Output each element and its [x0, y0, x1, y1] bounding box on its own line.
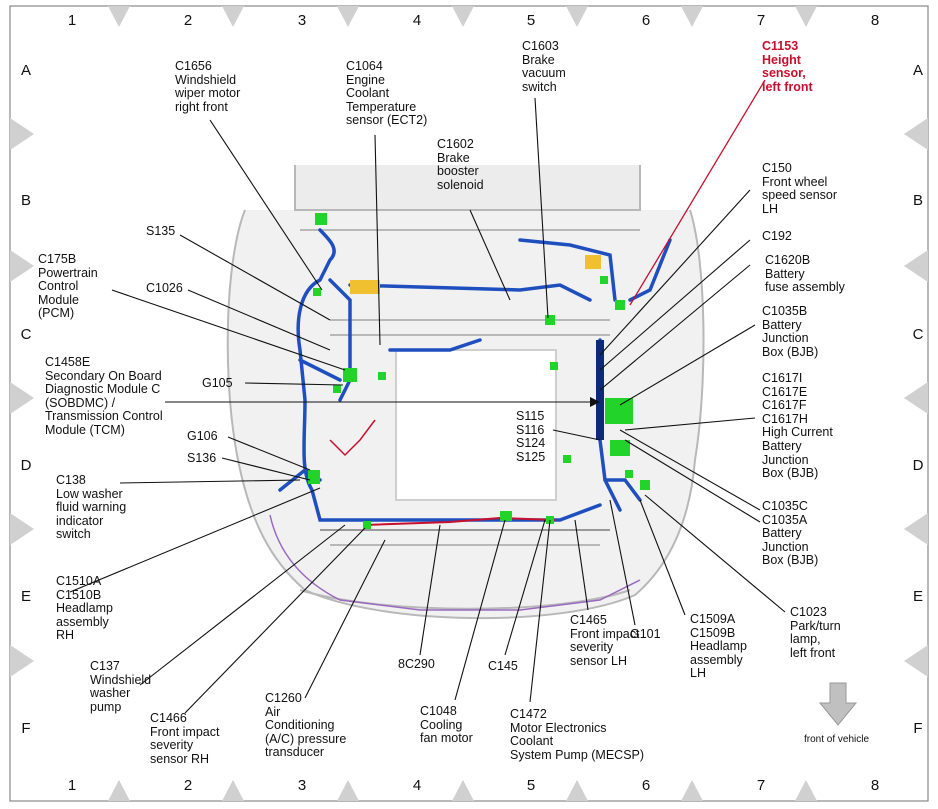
grid-col-2-bottom: 2 [183, 777, 193, 794]
red-wire [364, 516, 556, 526]
grid-col-5-top: 5 [526, 12, 536, 29]
label-c1617: C1617I C1617E C1617F C1617H High Current… [762, 371, 833, 481]
label-front-of-vehicle: front of vehicle [804, 734, 870, 745]
grid-col-1-top: 1 [67, 12, 77, 29]
label-c1656: C1656 Windshield wiper motor right front [175, 59, 241, 114]
label-c1035c: C1035C C1035A Battery Junction Box (BJB) [762, 499, 819, 568]
grid-col-7-top: 7 [756, 12, 766, 29]
label-c1458e: C1458E Secondary On Board Diagnostic Mod… [45, 355, 163, 437]
label-c145: C145 [488, 659, 518, 673]
label-c1465: C1465 Front impact severity sensor LH [570, 613, 640, 668]
grid-col-5-bottom: 5 [526, 777, 536, 794]
label-g105: G105 [202, 376, 233, 390]
label-c1620b: C1620B Battery fuse assembly [765, 253, 845, 295]
grid-row-c-left: C [20, 326, 32, 343]
label-c1026: C1026 [146, 281, 183, 295]
grid-row-f-left: F [21, 720, 31, 737]
grid-row-f-right: F [913, 720, 923, 737]
label-c1602: C1602 Brake booster solenoid [437, 137, 484, 192]
red-wire-2 [329, 419, 376, 457]
grid-row-d-right: D [912, 457, 924, 474]
grid-col-3-bottom: 3 [297, 777, 307, 794]
grid-row-d-left: D [20, 457, 32, 474]
label-8c290: 8C290 [398, 657, 435, 671]
grid-col-4-bottom: 4 [412, 777, 422, 794]
grid-col-1-bottom: 1 [67, 777, 77, 794]
label-c1603: C1603 Brake vacuum switch [522, 39, 566, 94]
label-c1472: C1472 Motor Electronics Coolant System P… [510, 707, 645, 762]
label-c175b: C175B Powertrain Control Module (PCM) [38, 252, 98, 321]
down-arrow-icon [818, 682, 858, 726]
vehicle-outline [226, 165, 705, 620]
grid-row-a-right: A [912, 62, 923, 79]
label-c1510: C1510A C1510B Headlamp assembly RH [56, 574, 113, 643]
grid-row-e-left: E [20, 588, 31, 605]
grid-row-e-right: E [912, 588, 923, 605]
label-c192: C192 [762, 229, 792, 243]
yellow-component [585, 255, 601, 269]
grid-col-6-top: 6 [641, 12, 651, 29]
label-s135: S135 [146, 224, 176, 238]
label-c1035b: C1035B Battery Junction Box (BJB) [762, 304, 819, 359]
leader-lines [69, 97, 786, 714]
yellow-component-2 [350, 280, 380, 294]
grid-row-b-left: B [20, 192, 31, 209]
grid-row-b-right: B [912, 192, 923, 209]
label-c138: C138 Low washer fluid warning indicator … [56, 473, 127, 542]
label-c1466: C1466 Front impact severity sensor RH [150, 711, 220, 766]
grid-col-8-bottom: 8 [870, 777, 880, 794]
grid-row-c-right: C [912, 326, 924, 343]
label-c1153: C1153 Height sensor, left front [762, 39, 813, 94]
highlight-leader [629, 79, 766, 306]
grid-row-a-left: A [20, 62, 31, 79]
label-c1023: C1023 Park/turn lamp, left front [790, 605, 841, 660]
label-c1048: C1048 Cooling fan motor [420, 704, 473, 746]
grid-col-2-top: 2 [183, 12, 193, 29]
arrow-head [590, 397, 600, 407]
grid-col-7-bottom: 7 [756, 777, 766, 794]
grid-col-3-top: 3 [297, 12, 307, 29]
label-c1064: C1064 Engine Coolant Temperature sensor … [346, 59, 428, 128]
label-g101: G101 [630, 627, 661, 641]
label-s115-s125: S115 S116 S124 S125 [516, 409, 546, 464]
grid-col-4-top: 4 [412, 12, 422, 29]
label-s136: S136 [187, 451, 217, 465]
label-g106: G106 [187, 429, 218, 443]
grid-col-8-top: 8 [870, 12, 880, 29]
label-c1509: C1509A C1509B Headlamp assembly LH [690, 612, 747, 681]
grid-markers [10, 6, 928, 801]
label-c1260: C1260 Air Conditioning (A/C) pressure tr… [265, 691, 347, 760]
label-c137: C137 Windshield washer pump [90, 659, 152, 714]
label-c150: C150 Front wheel speed sensor LH [762, 161, 838, 216]
grid-col-6-bottom: 6 [641, 777, 651, 794]
